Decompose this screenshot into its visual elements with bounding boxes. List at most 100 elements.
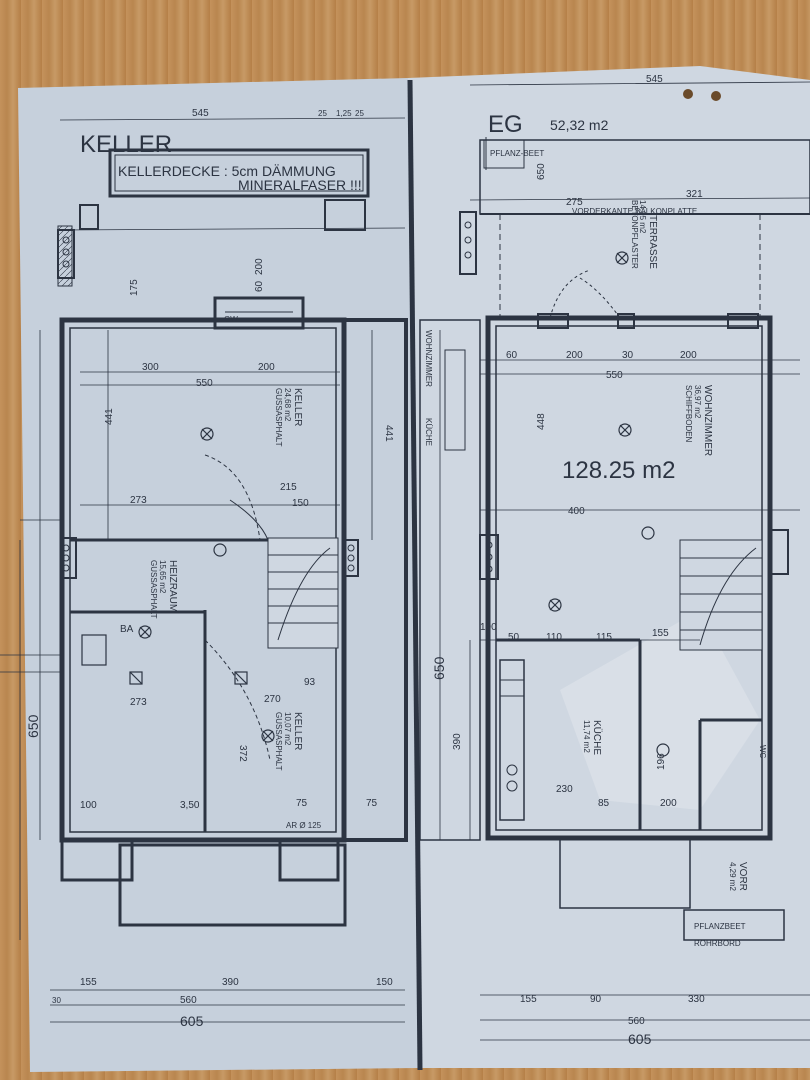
dim-label: 372 [237,745,248,762]
sheet-fold-line [407,79,423,1071]
keller-bottom-lightwell [118,843,347,927]
dim-label: AR Ø 125 [286,821,322,830]
dim-label: 150 [292,498,309,509]
ba-label: BA [120,624,134,635]
room-vorr-area: 4,29 m2 [728,862,737,891]
dim-label: 650 [536,163,547,180]
fixtures [81,427,275,743]
eg-title: EG [488,111,523,138]
stair [267,537,339,649]
dim-label: 605 [628,1031,652,1047]
dim-545-right: 545 [646,74,663,85]
dim-label: 550 [196,378,213,389]
room-terrasse-name: TERRASSE [647,215,658,269]
kellerdecke-note-box [108,148,370,198]
dim-label: 90 [590,994,602,1005]
dim-label: 390 [452,733,463,750]
room-keller-2-area: 10,07 m2 [283,712,292,746]
dim-label: 200 [254,258,265,275]
dim-label: 448 [536,413,547,430]
dim-label: 215 [280,482,297,493]
dim-label: 230 [556,784,573,795]
room-heizraum-name: HEIZRAUM [167,560,178,612]
dim-label: 175 [129,279,140,296]
room-keller-1-area: 24,68 m2 [283,388,292,422]
dim-label: 155 [520,994,537,1005]
eg-stair [679,539,763,651]
dim-label: 273 [130,697,147,708]
dim-label: 25 [355,109,364,118]
dim-label: 75 [296,798,308,809]
dim-label: 60 [254,280,265,292]
dim-label: 200 [258,362,275,373]
pflanzbeet-top: PFLANZ-BEET [490,149,544,158]
dim-label: 560 [180,995,197,1006]
dim-label: 441 [383,425,394,442]
kellerdecke-note-line2: MINERALFASER !!! [238,177,362,193]
glare [560,610,760,810]
dim-label: 3,50 [180,800,200,811]
punch-hole [711,91,721,101]
pflanzbeet-box [683,909,785,941]
dim-label: 155 [80,977,97,988]
room-wohnzimmer-floor: SCHIFFBODEN [684,385,693,443]
dim-label: 200 [680,350,697,361]
dim-label: 330 [688,994,705,1005]
dim-label: 650 [25,714,41,738]
keller-plan [0,117,408,1023]
room-keller-2-name: KELLER [292,712,303,750]
room-heizraum-area: 15,65 m2 [158,560,167,594]
neighbour-wohnzimmer: WOHNZIMMER [424,330,433,387]
dim-label: 25 [318,109,327,118]
dim-label: 30 [52,996,61,1005]
pflanzbeet-label: PFLANZBEET [694,922,746,931]
room-terrasse-floor: BETONPFLASTER [630,200,639,269]
dim-label: 400 [568,506,585,517]
room-vorr-name: VORR [737,862,748,891]
neighbour-kueche: KÜCHE [424,418,433,446]
room-wohnzimmer-name: WOHNZIMMER [702,385,713,456]
eg-dimension-lines [439,81,810,1041]
room-keller-2-floor: GUSSASPHALT [274,712,283,771]
dim-label: 441 [104,408,115,425]
light-well [213,296,305,330]
gw-label: GW [224,315,238,324]
room-keller-1-name: KELLER [292,388,303,426]
dim-545-left: 545 [192,108,209,119]
dim-label: 275 [566,197,583,208]
keller-dimension-lines [0,117,406,1023]
neighbour-wall [342,318,408,842]
eg-terrace-area: 52,32 m2 [550,117,609,133]
entrance [559,837,691,909]
dim-label: 650 [431,656,447,680]
kitchen-counter [499,659,525,821]
dim-label: 85 [598,798,610,809]
dim-label: 550 [606,370,623,381]
dim-label: 321 [686,189,703,200]
rohrbord-label: ROHRBORD [694,939,741,948]
dim-label: 605 [180,1013,204,1029]
dim-label: 150 [376,977,393,988]
dim-label: 300 [142,362,159,373]
keller-title: KELLER [80,131,172,158]
dim-label: 270 [264,694,281,705]
room-kueche-name: KÜCHE [591,720,603,755]
eg-plan [419,81,810,1041]
dim-label: 155 [652,628,669,639]
kellerdecke-note-line1: KELLERDECKE : 5cm DÄMMUNG [118,163,336,179]
dim-label: 115 [596,632,612,643]
dim-label: 200 [660,798,677,809]
room-heizraum-floor: GUSSASPHALT [149,560,158,619]
room-wohnzimmer-area: 36,97 m2 [693,385,702,419]
dim-label: 390 [222,977,239,988]
paper-sheet-left [18,78,418,1072]
dim-label: 100 [480,622,497,633]
dim-label: 560 [628,1016,645,1027]
dim-label: 30 [622,350,634,361]
dim-label: 60 [506,350,518,361]
dim-label: 200 [566,350,583,361]
dim-label: 110 [546,632,562,643]
dim-label: 273 [130,495,147,506]
